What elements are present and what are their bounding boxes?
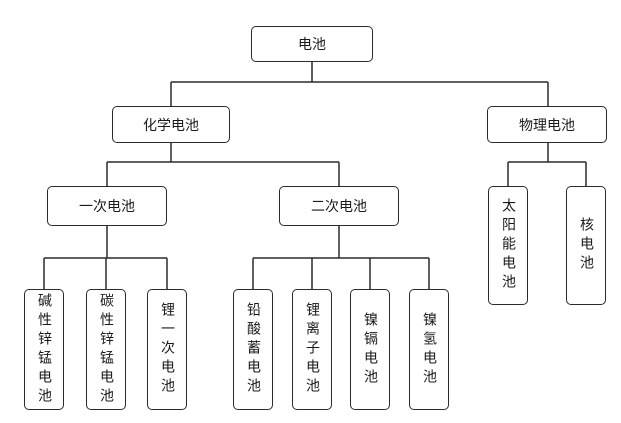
- leaf-nickel-hydrogen: 镍氢电池: [409, 289, 449, 410]
- leaf-nickel-cadmium: 镍镉电池: [350, 289, 390, 410]
- leaf-label: 核电池: [578, 217, 594, 274]
- leaf-label: 碳性锌锰电池: [98, 292, 114, 407]
- connector-secondary: [252, 226, 430, 289]
- primary-battery-label: 一次电池: [79, 199, 135, 215]
- leaf-label: 铅酸蓄电池: [245, 302, 261, 397]
- connector-chemical: [106, 143, 340, 186]
- leaf-label: 镍氢电池: [421, 311, 437, 388]
- secondary-battery-node: 二次电池: [279, 186, 399, 226]
- primary-battery-node: 一次电池: [47, 186, 167, 226]
- physical-battery-label: 物理电池: [519, 117, 575, 134]
- connector-physical: [507, 143, 587, 186]
- root-node: 电池: [251, 26, 373, 62]
- leaf-nuclear: 核电池: [566, 186, 606, 305]
- connector-primary: [43, 226, 168, 289]
- leaf-alkaline-zinc-manganese: 碱性锌锰电池: [24, 289, 64, 410]
- connector-root: [170, 62, 549, 106]
- physical-battery-node: 物理电池: [487, 106, 607, 143]
- leaf-label: 锂一次电池: [159, 302, 175, 397]
- leaf-lithium-ion: 锂离子电池: [292, 289, 332, 410]
- leaf-lithium-primary: 锂一次电池: [147, 289, 187, 410]
- leaf-carbon-zinc-manganese: 碳性锌锰电池: [86, 289, 126, 410]
- chemical-battery-node: 化学电池: [112, 106, 230, 143]
- leaf-solar: 太阳能电池: [488, 186, 528, 305]
- secondary-battery-label: 二次电池: [311, 199, 367, 215]
- leaf-label: 太阳能电池: [500, 198, 516, 293]
- leaf-lead-acid: 铅酸蓄电池: [233, 289, 273, 410]
- root-label: 电池: [298, 37, 326, 53]
- chemical-battery-label: 化学电池: [143, 117, 199, 134]
- leaf-label: 镍镉电池: [362, 311, 378, 388]
- leaf-label: 锂离子电池: [304, 302, 320, 397]
- leaf-label: 碱性锌锰电池: [36, 292, 52, 407]
